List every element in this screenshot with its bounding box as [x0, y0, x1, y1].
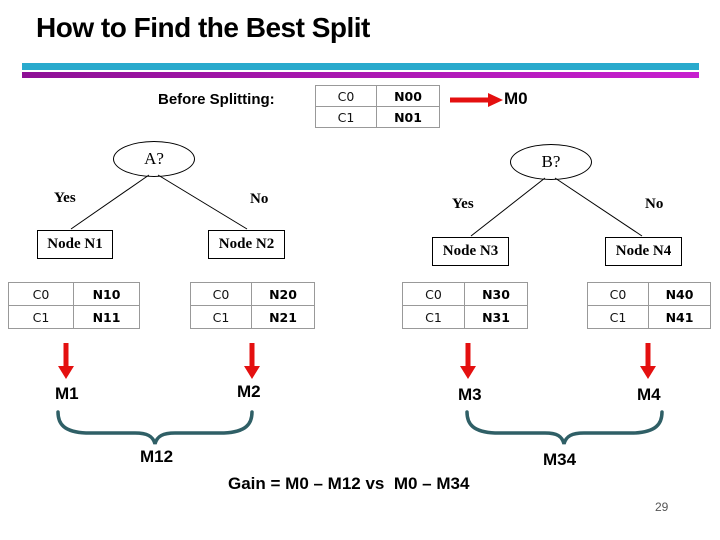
measure-m3-label: M3 [458, 385, 482, 404]
accent-bar-magenta [22, 72, 699, 78]
table-cell: C1 [587, 305, 649, 329]
tree-a-yes-label: Yes [54, 190, 76, 206]
measure-m12-label: M12 [140, 447, 174, 466]
table-cell: C0 [587, 282, 649, 306]
table-cell: C1 [8, 305, 74, 329]
measure-m34-label: M34 [543, 450, 577, 469]
table-cell: N31 [464, 305, 528, 329]
measure-m4-label: M4 [637, 385, 661, 404]
tree-a-yes-branch-line [70, 174, 150, 230]
table-cell: C0 [315, 85, 377, 107]
table-cell: C0 [8, 282, 74, 306]
node-n4-label: Node N4 [615, 243, 672, 259]
m4-arrow-icon [640, 343, 656, 379]
tree-b-yes-label: Yes [452, 196, 474, 212]
table-cell: N21 [251, 305, 315, 329]
node-n2-count-table: C0 N20 C1 N21 [190, 282, 315, 329]
tree-b-yes-branch-line [470, 177, 546, 237]
node-n3-box: Node N3 [432, 237, 509, 266]
m2-arrow-icon [244, 343, 260, 379]
node-n2-box: Node N2 [208, 230, 285, 259]
m12-brace [56, 410, 254, 445]
tree-a-root-node: A? [113, 141, 195, 177]
tree-a-question-label: A? [144, 149, 164, 168]
accent-bar-cyan [22, 63, 699, 70]
page-title: How to Find the Best Split [36, 12, 370, 43]
table-cell: C1 [402, 305, 465, 329]
tree-b-no-branch-line [554, 177, 643, 237]
table-cell: C0 [190, 282, 252, 306]
measure-m0-label: M0 [504, 89, 528, 108]
table-cell: N11 [73, 305, 140, 329]
m1-arrow-icon [58, 343, 74, 379]
gain-formula: Gain = M0 – M12 vs M0 – M34 [228, 474, 470, 493]
measure-m2-label: M2 [237, 382, 261, 401]
table-cell: N41 [648, 305, 711, 329]
table-cell: N30 [464, 282, 528, 306]
before-splitting-label: Before Splitting: [158, 91, 275, 108]
tree-a-no-label: No [250, 191, 269, 207]
tree-b-no-label: No [645, 196, 664, 212]
table-cell: C1 [315, 106, 377, 128]
node-n1-label: Node N1 [47, 236, 103, 252]
table-cell: N01 [376, 106, 440, 128]
table-cell: N20 [251, 282, 315, 306]
node-n3-label: Node N3 [442, 243, 499, 259]
table-cell: N00 [376, 85, 440, 107]
table-cell: N40 [648, 282, 711, 306]
tree-b-question-label: B? [541, 152, 561, 171]
node-n4-count-table: C0 N40 C1 N41 [587, 282, 711, 329]
m34-brace [465, 410, 664, 445]
node-n1-count-table: C0 N10 C1 N11 [8, 282, 140, 329]
m0-arrow-icon [450, 93, 503, 107]
node-n3-count-table: C0 N30 C1 N31 [402, 282, 528, 329]
table-cell: C1 [190, 305, 252, 329]
node-n2-label: Node N2 [218, 236, 275, 252]
before-splitting-table: C0 N00 C1 N01 [315, 85, 440, 128]
measure-m1-label: M1 [55, 384, 79, 403]
table-cell: N10 [73, 282, 140, 306]
node-n1-box: Node N1 [37, 230, 113, 259]
page-number: 29 [655, 500, 669, 514]
tree-a-no-branch-line [157, 174, 248, 230]
table-cell: C0 [402, 282, 465, 306]
tree-b-root-node: B? [510, 144, 592, 180]
node-n4-box: Node N4 [605, 237, 682, 266]
m3-arrow-icon [460, 343, 476, 379]
